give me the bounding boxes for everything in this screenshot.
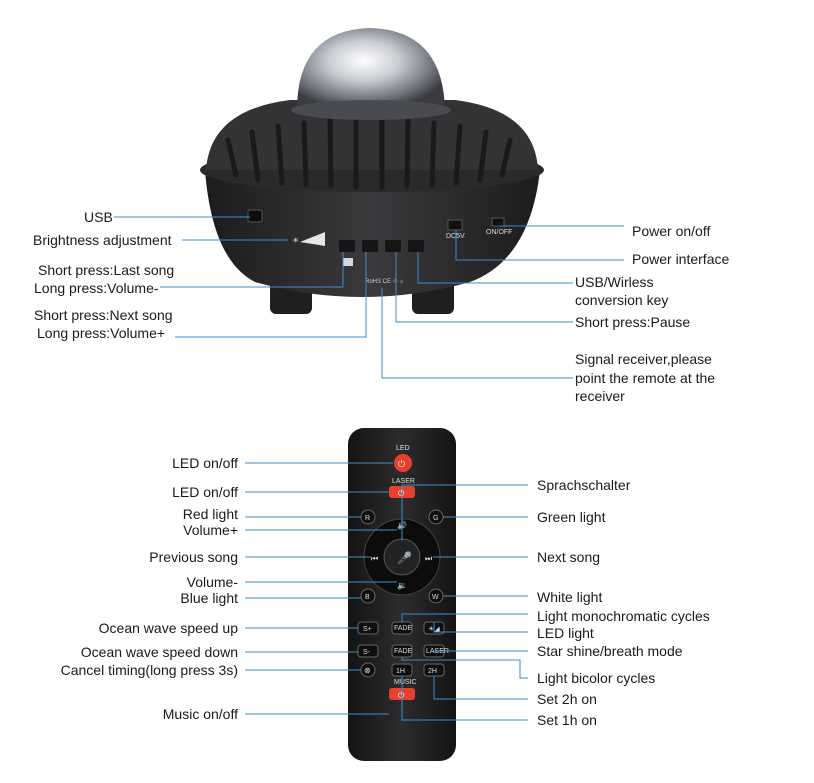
label-white-light: White light: [537, 589, 603, 605]
s-minus-label: S-: [363, 649, 371, 656]
label-led-onoff-2: LED on/off: [172, 484, 238, 500]
label-led-light: LED light: [537, 625, 594, 641]
fade-label-1: FADE: [394, 625, 413, 632]
fade-label-2: FADE: [394, 648, 413, 655]
device-button-4: [408, 240, 424, 252]
brightness-sun-icon: ☀: [292, 236, 299, 245]
label-sprachschalter: Sprachschalter: [537, 477, 631, 493]
label-power-onoff: Power on/off: [632, 223, 711, 239]
crystal-dome: [297, 28, 445, 110]
label-next-song-1: Short press:Next song: [34, 307, 173, 323]
next-icon: ⏭: [425, 554, 432, 563]
device-button-3: [385, 240, 401, 252]
label-usb-wireless-1: USB/Wirless: [575, 274, 654, 290]
label-ocean-down: Ocean wave speed down: [80, 644, 238, 660]
label-ocean-up: Ocean wave speed up: [98, 620, 238, 636]
label-usb-wireless-2: conversion key: [575, 292, 669, 308]
label-music-onoff: Music on/off: [162, 706, 238, 722]
h2-label: 2H: [428, 668, 437, 675]
leader-lines: [114, 216, 624, 721]
timer-cancel-icon: ⊗: [364, 666, 371, 675]
led-power-button: [394, 454, 412, 472]
b-label: B: [365, 594, 370, 601]
certification-marks: RoHS CE ♲ ⌂: [365, 278, 404, 285]
b-button: [360, 588, 376, 604]
dome-base: [291, 100, 451, 120]
power-icon: ⏻: [398, 459, 405, 469]
label-brightness: Brightness adjustment: [33, 232, 172, 248]
label-green-light: Green light: [537, 509, 606, 525]
s-plus-label: S+: [363, 626, 372, 633]
projector-device: ☀ RoHS CE ♲ ⌂ DC5V ON/OFF: [200, 28, 544, 314]
label-volume-plus: Volume+: [183, 522, 238, 538]
label-signal-2: point the remote at the: [575, 370, 716, 386]
laser-caption: LASER: [392, 478, 415, 485]
on-off-label: ON/OFF: [486, 229, 512, 236]
label-blue-light: Blue light: [180, 590, 238, 606]
g-label: G: [433, 515, 438, 522]
device-top-shell: [206, 100, 538, 170]
label-signal-1: Signal receiver,please: [575, 351, 712, 367]
r-label: R: [365, 515, 370, 522]
label-signal-3: receiver: [575, 388, 625, 404]
label-last-song-1: Short press:Last song: [38, 262, 175, 278]
speed-down-button: [357, 644, 379, 658]
label-pause: Short press:Pause: [575, 314, 691, 330]
label-set-1h: Set 1h on: [537, 712, 597, 728]
remote-receiver: [343, 258, 353, 266]
label-previous-song: Previous song: [149, 549, 238, 565]
music-caption: MUSIC: [394, 679, 417, 686]
remote-control: LED ⏻ LASER ⏻ R G 🎤 ⏮ ⏭ 🔊 🔉 B W S+ FADE …: [348, 428, 456, 761]
microphone-icon: 🎤: [397, 550, 412, 565]
previous-icon: ⏮: [371, 554, 378, 563]
label-next-song: Next song: [537, 549, 601, 565]
w-label: W: [432, 594, 439, 601]
label-volume-minus: Volume-: [186, 574, 238, 590]
label-star-shine: Star shine/breath mode: [537, 643, 683, 659]
label-mono-cycles: Light monochromatic cycles: [537, 608, 710, 624]
power-switch: [491, 217, 505, 227]
usb-port: [247, 209, 263, 223]
device-grooves: [225, 117, 513, 190]
label-usb: USB: [84, 209, 113, 225]
label-cancel-timing: Cancel timing(long press 3s): [60, 662, 238, 678]
label-power-interface: Power interface: [632, 251, 730, 267]
label-next-song-2: Long press:Volume+: [37, 325, 166, 341]
volume-down-icon: 🔉: [397, 581, 407, 590]
label-red-light: Red light: [182, 506, 238, 522]
led-caption: LED: [396, 445, 410, 452]
label-bicolor: Light bicolor cycles: [537, 670, 656, 686]
device-button-1: [339, 240, 355, 252]
label-set-2h: Set 2h on: [537, 691, 597, 707]
device-body: [205, 170, 540, 297]
device-button-2: [362, 240, 378, 252]
label-last-song-2: Long press:Volume-: [34, 280, 159, 296]
h1-label: 1H: [396, 668, 405, 675]
dc-port: [447, 219, 463, 231]
brightness-wedge: [300, 232, 325, 246]
label-led-onoff-1: LED on/off: [172, 455, 238, 471]
